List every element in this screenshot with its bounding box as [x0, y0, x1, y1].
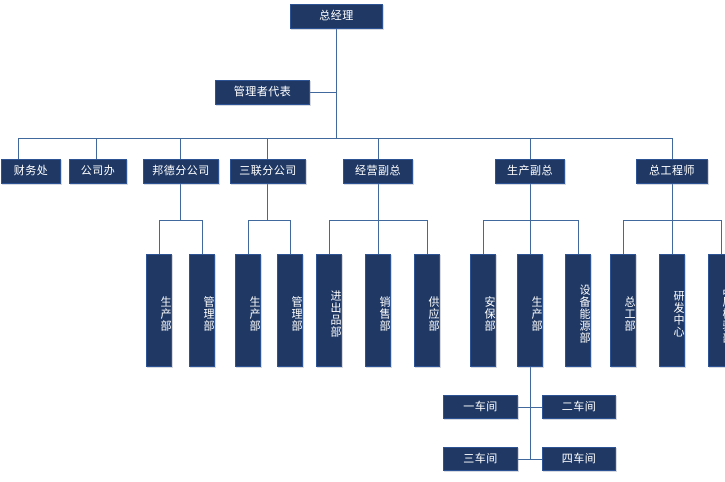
node-bangde-branch[interactable]: 邦德分公司: [143, 159, 219, 184]
connector-bangde-to-mgmt: [202, 220, 203, 254]
node-workshop-2[interactable]: 二车间: [542, 395, 616, 419]
connector-drop-finance: [18, 138, 19, 159]
node-workshop-1[interactable]: 一车间: [443, 395, 518, 419]
connector-mgmt-rep-stub: [310, 92, 337, 93]
node-rnd-center[interactable]: 研发中心: [659, 254, 685, 367]
connector-prod-vp-to-equip: [578, 220, 579, 254]
node-supply-dept[interactable]: 供应部: [414, 254, 440, 367]
node-company-office[interactable]: 公司办: [69, 159, 127, 184]
node-general-manager[interactable]: 总经理: [290, 4, 383, 29]
node-sales-dept[interactable]: 销售部: [365, 254, 391, 367]
node-workshop-3[interactable]: 三车间: [443, 447, 518, 471]
node-sanlian-production-dept[interactable]: 生产部: [235, 254, 261, 367]
connector-workshop-row1-left: [518, 407, 531, 408]
connector-biz-vp-to-sales: [378, 220, 379, 254]
node-bangde-management-dept[interactable]: 管理部: [189, 254, 215, 367]
connector-gm-trunk: [336, 29, 337, 138]
node-production-dept[interactable]: 生产部: [517, 254, 543, 367]
node-equipment-energy-dept[interactable]: 设备能源部: [565, 254, 591, 367]
connector-bangde-bar: [159, 220, 202, 221]
connector-chief-eng-stem: [672, 183, 673, 220]
connector-chief-eng-to-rnd: [672, 220, 673, 254]
connector-biz-vp-stem: [378, 183, 379, 220]
connector-biz-vp-to-supply: [427, 220, 428, 254]
connector-drop-bangde: [180, 138, 181, 159]
connector-workshop-row2-left: [518, 459, 531, 460]
connector-bangde-to-prod: [159, 220, 160, 254]
connector-sanlian-to-mgmt: [290, 220, 291, 254]
node-production-vp[interactable]: 生产副总: [495, 159, 565, 184]
connector-production-to-workshops: [530, 367, 531, 459]
connector-drop-company-off: [96, 138, 97, 159]
node-quality-inspection-dept[interactable]: 品质检验部: [708, 254, 725, 367]
connector-sanlian-bar: [248, 220, 290, 221]
connector-chief-eng-to-quality: [721, 220, 722, 254]
node-sanlian-management-dept[interactable]: 管理部: [277, 254, 303, 367]
connector-sanlian-stem: [267, 183, 268, 220]
connector-biz-vp-to-import-export: [329, 220, 330, 254]
connector-chief-eng-to-chief-dept: [623, 220, 624, 254]
connector-drop-chief-eng: [672, 138, 673, 159]
connector-sanlian-to-prod: [248, 220, 249, 254]
connector-prod-vp-to-security: [483, 220, 484, 254]
connector-drop-prod-vp: [530, 138, 531, 159]
node-bangde-production-dept[interactable]: 生产部: [146, 254, 172, 367]
connector-drop-biz-vp: [378, 138, 379, 159]
connector-workshop-row2-right: [530, 459, 542, 460]
node-management-representative[interactable]: 管理者代表: [215, 80, 310, 105]
node-chief-engineer[interactable]: 总工程师: [636, 159, 708, 184]
node-chief-engineering-dept[interactable]: 总工部: [610, 254, 636, 367]
node-workshop-4[interactable]: 四车间: [542, 447, 616, 471]
connector-prod-vp-to-production: [530, 220, 531, 254]
connector-level2-bus: [18, 138, 673, 139]
connector-drop-sanlian: [267, 138, 268, 159]
node-sanlian-branch[interactable]: 三联分公司: [230, 159, 306, 184]
connector-prod-vp-stem: [530, 183, 531, 220]
connector-bangde-stem: [180, 183, 181, 220]
connector-workshop-row1-right: [530, 407, 542, 408]
node-finance-department[interactable]: 财务处: [1, 159, 61, 184]
node-import-export-dept[interactable]: 进出品部: [316, 254, 342, 367]
node-business-vp[interactable]: 经营副总: [343, 159, 413, 184]
node-security-dept[interactable]: 安保部: [470, 254, 496, 367]
